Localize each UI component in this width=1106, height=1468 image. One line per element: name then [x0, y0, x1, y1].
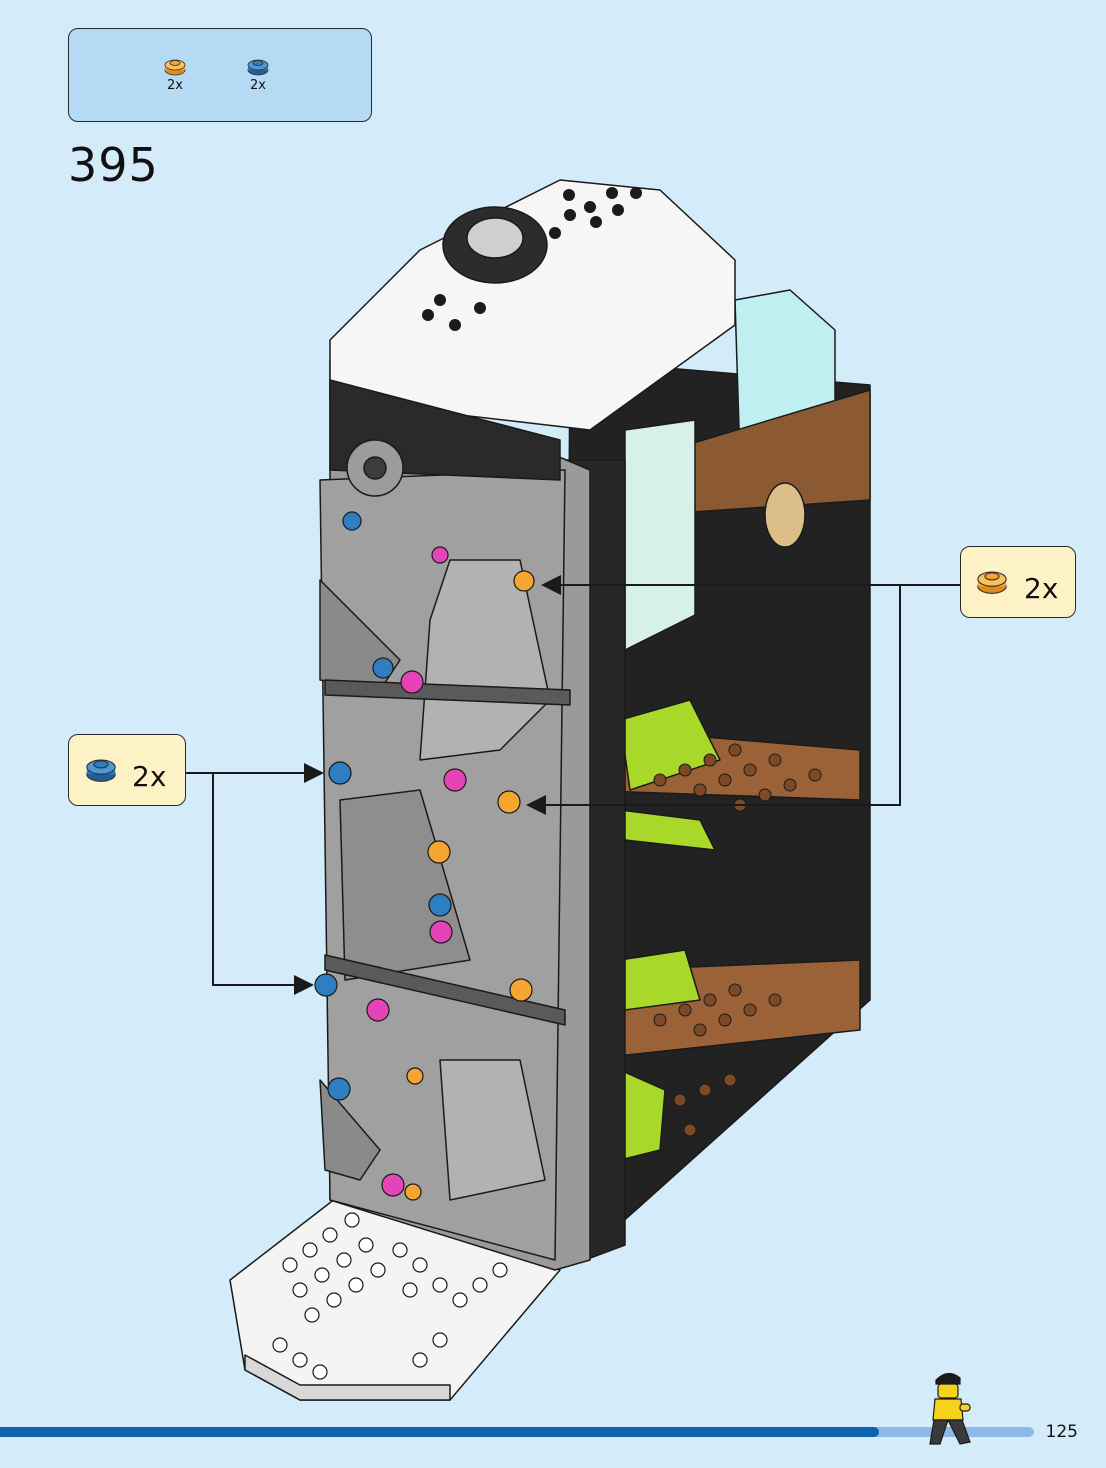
callout-blue-plates: 2x [68, 734, 186, 806]
orange-round-plate-icon [977, 571, 1007, 594]
page-number: 125 [1045, 1422, 1078, 1442]
blue-round-plate-icon [86, 759, 116, 782]
callout-quantity: 2x [132, 760, 167, 793]
arrow-to-lower-blue-plate [212, 773, 314, 995]
parts-list-box: 2x 2x [68, 28, 372, 122]
step-number: 395 [68, 138, 159, 192]
progress-bar-remaining [871, 1427, 1034, 1437]
callout-orange-plates: 2x [960, 546, 1076, 618]
callout-quantity: 2x [1024, 572, 1059, 605]
minifigure-icon [929, 1372, 971, 1445]
parts-list-quantity: 2x [167, 78, 183, 93]
progress-bar-fill [0, 1427, 879, 1437]
parts-list-quantity: 2x [250, 78, 266, 93]
parts-list-item-orange: 2x [155, 57, 195, 93]
arrow-to-lower-orange-plate [526, 585, 901, 815]
blue-round-plate-icon [247, 59, 269, 76]
orange-round-plate-icon [164, 59, 186, 76]
parts-list-item-blue: 2x [238, 57, 278, 93]
